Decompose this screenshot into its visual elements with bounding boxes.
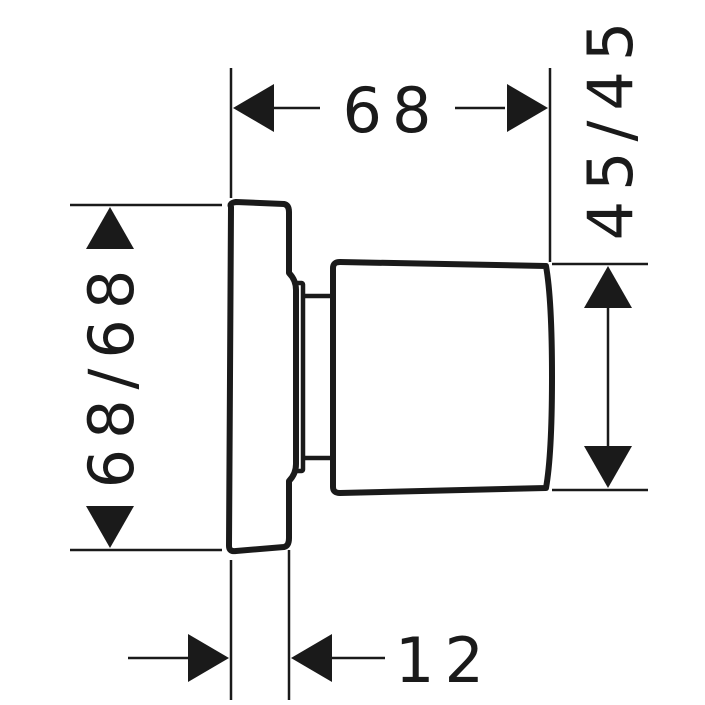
wall-plate (226, 199, 299, 555)
dimension-plate-thickness: 12 (128, 624, 494, 697)
dimension-plate-size: 68/68 (75, 207, 148, 548)
part-outline (226, 199, 555, 555)
extension-lines (70, 68, 648, 700)
arrow-knob-bottom (584, 446, 632, 488)
arrow-plate-top (86, 207, 134, 249)
arrow-plate-bottom (86, 506, 134, 548)
label-knob-size: 45/45 (574, 12, 647, 241)
arrow-thickness-left (188, 634, 229, 682)
label-plate-thickness: 12 (395, 624, 494, 697)
arrow-depth-right (507, 84, 548, 132)
arrow-knob-top (584, 266, 632, 308)
knob (330, 259, 555, 496)
dimension-overall-depth: 68 (233, 74, 548, 147)
dimension-knob-size: 45/45 (574, 12, 647, 488)
label-overall-depth: 68 (343, 74, 442, 147)
label-plate-size: 68/68 (75, 260, 148, 489)
arrow-thickness-right (291, 634, 332, 682)
connector-neck (293, 280, 306, 474)
arrow-depth-left (233, 84, 274, 132)
